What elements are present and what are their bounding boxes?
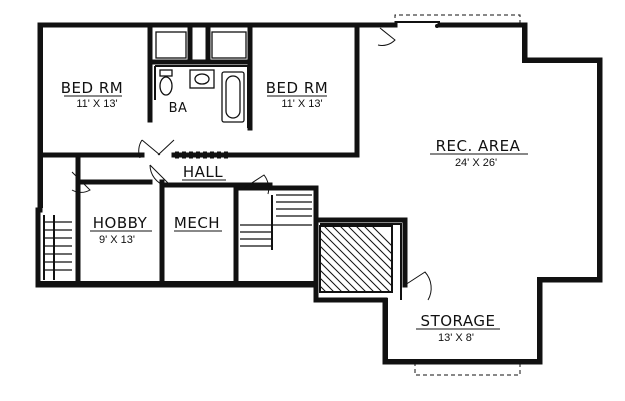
bath-fixtures [155,31,247,123]
room-dims-bed-rm-right: 11' X 13' [281,98,322,110]
interior-walls [37,22,408,300]
door-hobby [149,164,171,187]
room-name-hobby: HOBBY [93,214,148,232]
label-underlines [64,95,528,330]
room-name-bed-rm-left: BED RM [61,79,123,97]
room-dims-rec-area: 24' X 26' [455,157,497,169]
room-dims-storage: 13' X 8' [438,332,474,344]
bathtub-icon [221,71,245,123]
room-name-mech: MECH [174,214,220,232]
room-name-rec-area: REC. AREA [436,137,521,155]
room-dims-bed-rm-left: 11' X 13' [76,98,117,110]
doors [71,27,432,301]
door-bed-right [157,139,175,156]
room-name-hall: HALL [183,163,223,181]
toilet-icon [159,76,173,96]
stairs-left [43,215,72,280]
closet-right [211,31,247,59]
room-name-storage: STORAGE [421,312,496,330]
room-name-bed-rm-right: BED RM [266,79,328,97]
closet-left [155,31,187,59]
exterior-projections [394,14,521,376]
door-bed-left [138,139,161,159]
room-dims-hobby: 9' X 13' [99,234,135,246]
door-rec-top [377,27,396,46]
door-storage [404,271,432,301]
outer-walls [35,22,603,365]
door-stair [71,171,91,193]
sink-icon [189,69,215,89]
door-mech [243,174,270,195]
stairs-center [240,194,312,250]
room-name-bath: BA [169,101,188,116]
storage-hatch [319,225,393,293]
room-labels: BED RM 11' X 13' BA BED RM 11' X 13' REC… [61,79,521,344]
